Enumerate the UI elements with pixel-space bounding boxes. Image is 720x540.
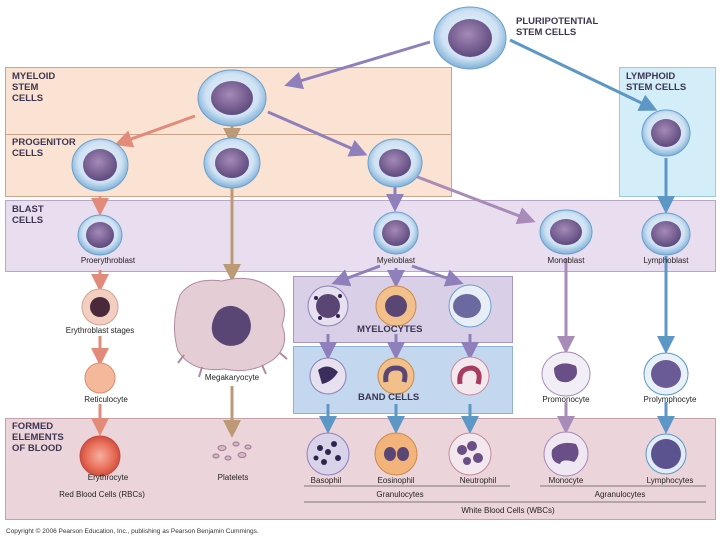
neutrophil-label: Neutrophil bbox=[459, 476, 497, 485]
lymphoblast-label: Lymphoblast bbox=[643, 256, 689, 265]
promonocyte-label: Promonocyte bbox=[542, 395, 590, 404]
rbc-group-label: Red Blood Cells (RBCs) bbox=[59, 490, 145, 499]
promonocyte-cell bbox=[541, 351, 591, 397]
basophil-label: Basophil bbox=[310, 476, 342, 485]
arrow-stem-to-myeloid bbox=[284, 40, 431, 90]
stem-cell bbox=[433, 6, 507, 70]
progenitor-granulocyte bbox=[367, 138, 423, 188]
granulocytes-group-label: Granulocytes bbox=[376, 490, 424, 499]
lymphocyte-cell bbox=[645, 433, 687, 475]
arrow-myeloblast-to-basophil bbox=[331, 264, 381, 287]
eosinophil-label: Eosinophil bbox=[377, 476, 415, 485]
pluripotential-heading: PLURIPOTENTIAL STEM CELLS bbox=[516, 16, 599, 38]
neutrophilic-myelocyte bbox=[448, 284, 492, 328]
basophilic-band bbox=[309, 357, 347, 395]
monocyte-cell bbox=[543, 431, 589, 477]
eosinophilic-myelocyte bbox=[375, 285, 417, 327]
bracket-lines bbox=[304, 485, 706, 503]
reticulocyte-label: Reticulocyte bbox=[84, 395, 128, 404]
blast-heading: BLAST CELLS bbox=[12, 204, 44, 226]
progenitor-erythroid bbox=[71, 138, 129, 192]
progenitor-heading: PROGENITOR CELLS bbox=[12, 137, 76, 159]
prolymphocyte-label: Prolymphocyte bbox=[643, 395, 697, 404]
basophilic-myelocyte bbox=[307, 285, 349, 327]
formed-elements-band bbox=[5, 418, 716, 520]
arrow-myeloid-to-erythroid bbox=[114, 114, 196, 148]
erythrocyte-cell bbox=[79, 435, 121, 477]
myeloblast-cell bbox=[373, 211, 419, 255]
proerythroblast-label: Proerythroblast bbox=[80, 256, 136, 265]
band-cells-heading: BAND CELLS bbox=[358, 392, 420, 403]
proerythroblast-cell bbox=[77, 214, 123, 256]
neutrophil-cell bbox=[448, 432, 492, 476]
monoblast-cell bbox=[539, 209, 593, 255]
wbc-group-label: White Blood Cells (WBCs) bbox=[461, 506, 555, 515]
progenitor-megakaryocyte bbox=[203, 137, 261, 189]
prolymphocyte-cell bbox=[643, 352, 689, 396]
eosinophilic-band bbox=[377, 357, 415, 395]
blast-band bbox=[5, 200, 716, 272]
reticulocyte-cell bbox=[84, 362, 116, 394]
arrow-myeloblast-to-neutrophil bbox=[411, 264, 464, 287]
arrow-granulo-to-monoblast bbox=[414, 174, 536, 225]
myelocytes-heading: MYELOCYTES bbox=[357, 324, 423, 335]
basophil-cell bbox=[306, 432, 350, 476]
megakaryocyte-label: Megakaryocyte bbox=[204, 373, 260, 382]
lymphocytes-label: Lymphocytes bbox=[646, 476, 694, 485]
lymphoblast-cell bbox=[641, 212, 691, 256]
arrows bbox=[91, 38, 675, 438]
myeloid-heading: MYELOID STEM CELLS bbox=[12, 71, 56, 104]
platelets-cells bbox=[212, 441, 252, 461]
neutrophilic-band bbox=[450, 356, 490, 396]
lymphoid-heading: LYMPHOID STEM CELLS bbox=[626, 71, 687, 93]
myeloblast-label: Myeloblast bbox=[376, 256, 416, 265]
arrow-stem-to-lymphoid bbox=[509, 38, 658, 111]
platelets-label: Platelets bbox=[217, 473, 249, 482]
eosinophil-cell bbox=[374, 432, 418, 476]
monocyte-label: Monocyte bbox=[548, 476, 584, 485]
erythroblast-cell bbox=[81, 288, 119, 326]
lymphoid-stem-cell bbox=[641, 109, 691, 157]
megakaryocyte-cell bbox=[174, 277, 288, 378]
agranulocytes-group-label: Agranulocytes bbox=[594, 490, 646, 499]
erythrocyte-label: Erythrocyte bbox=[87, 473, 129, 482]
arrow-myeloid-to-granulo bbox=[267, 110, 368, 157]
myeloid-stem-cell bbox=[197, 69, 267, 127]
copyright-notice: Copyright © 2006 Pearson Education, Inc.… bbox=[6, 528, 259, 535]
monoblast-label: Monoblast bbox=[547, 256, 585, 265]
formed-elements-heading: FORMED ELEMENTS OF BLOOD bbox=[12, 421, 64, 454]
erythroblast-stages-label: Erythroblast stages bbox=[65, 326, 135, 335]
